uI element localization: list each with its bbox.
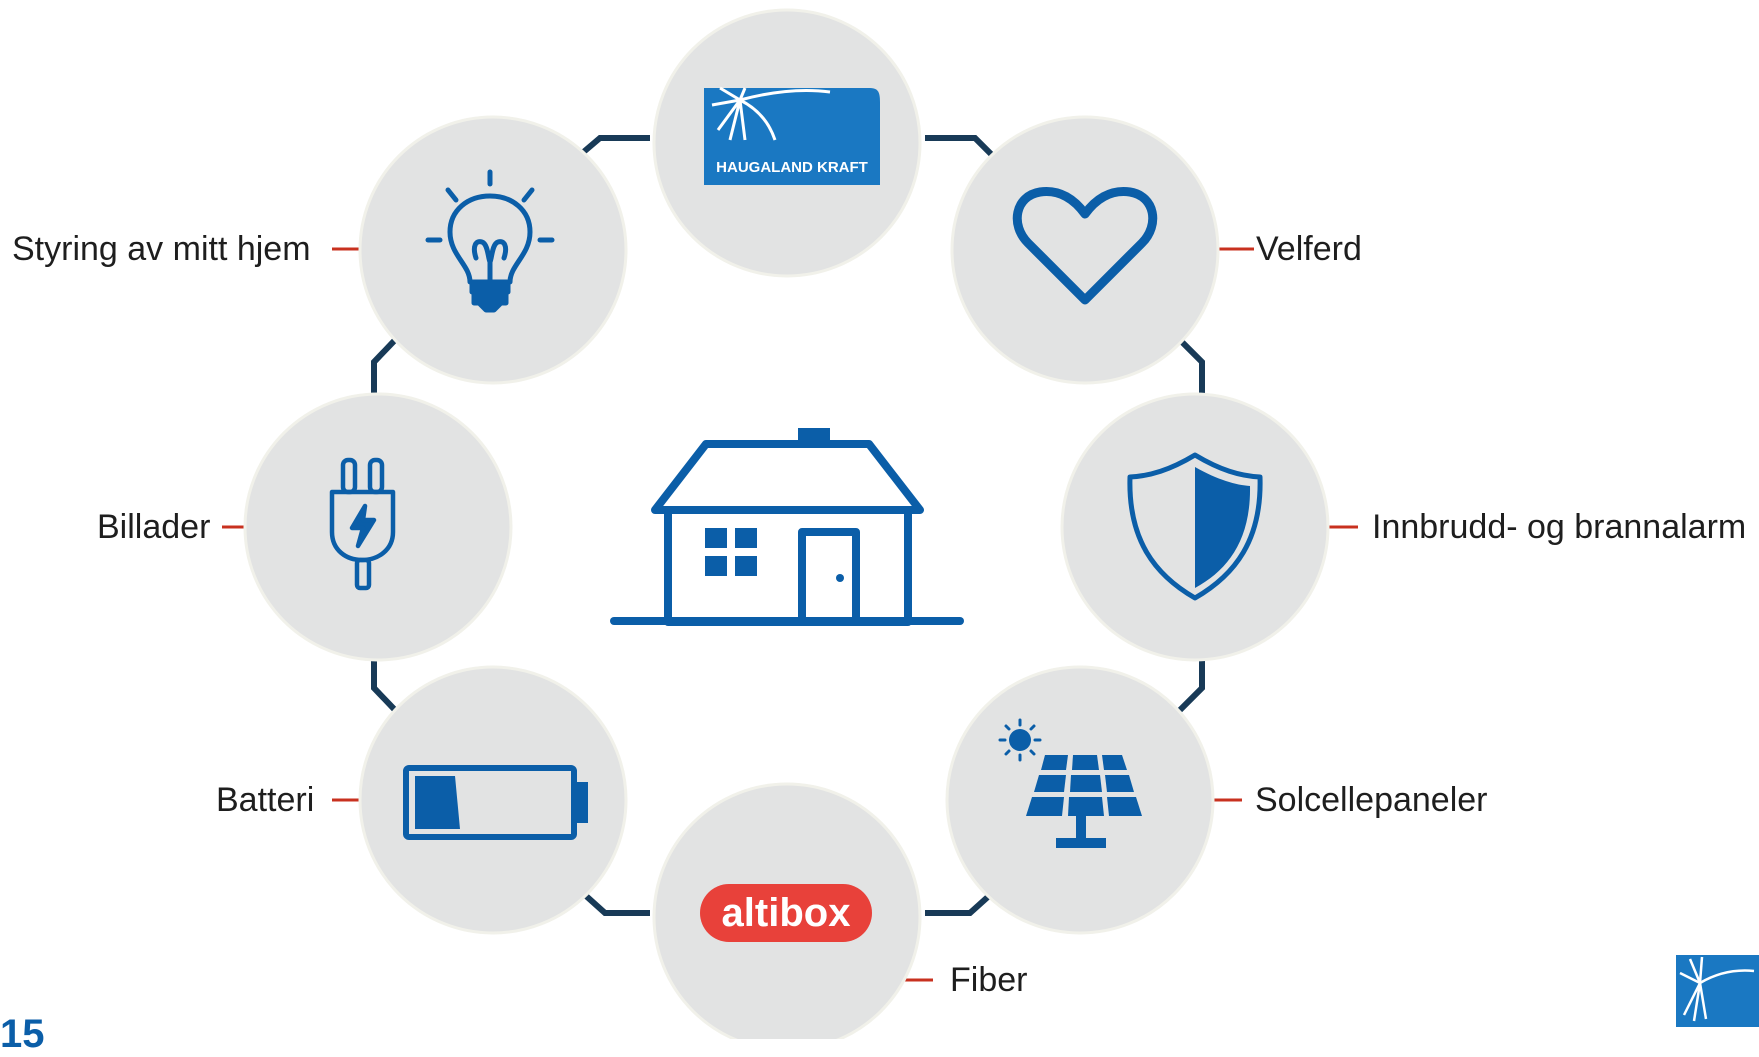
battery-icon (403, 765, 588, 840)
haugaland-kraft-logo-text: HAUGALAND KRAFT (716, 159, 868, 176)
label-alarm: Innbrudd- og brannalarm (1372, 508, 1747, 546)
ring-connectors (371, 135, 1205, 916)
connector-bulb-to-plug (371, 337, 398, 398)
altibox-logo-text: altibox (722, 891, 851, 935)
connector-battery-to-altibox (582, 892, 650, 916)
heart-icon (1012, 187, 1158, 305)
connector-solar-to-altibox (925, 892, 993, 916)
lightbulb-icon (425, 169, 555, 313)
haugaland-kraft-logo: HAUGALAND KRAFT (704, 86, 880, 185)
altibox-logo: altibox (700, 884, 872, 942)
connector-heart-to-shield (1177, 337, 1205, 398)
label-charger: Billader (97, 508, 211, 546)
connector-hk-to-bulb (578, 135, 650, 158)
solar-panel-icon (998, 718, 1142, 848)
corner-logo-icon (1676, 955, 1759, 1039)
plug-icon (329, 457, 396, 591)
shield-icon (1127, 452, 1263, 601)
circle-battery (358, 665, 628, 935)
circle-charger (243, 392, 513, 662)
label-battery: Batteri (216, 781, 315, 819)
page-number: 15 (0, 1012, 45, 1056)
label-welfare: Velferd (1256, 230, 1362, 268)
connector-hk-to-heart (925, 135, 995, 158)
house-icon (610, 428, 964, 626)
connector-shield-to-solar (1177, 656, 1205, 713)
connector-plug-to-battery (371, 656, 398, 713)
label-home-control: Styring av mitt hjem (12, 230, 311, 268)
label-solar: Solcellepaneler (1255, 781, 1488, 819)
label-fiber: Fiber (950, 961, 1028, 999)
circle-welfare (950, 115, 1220, 385)
